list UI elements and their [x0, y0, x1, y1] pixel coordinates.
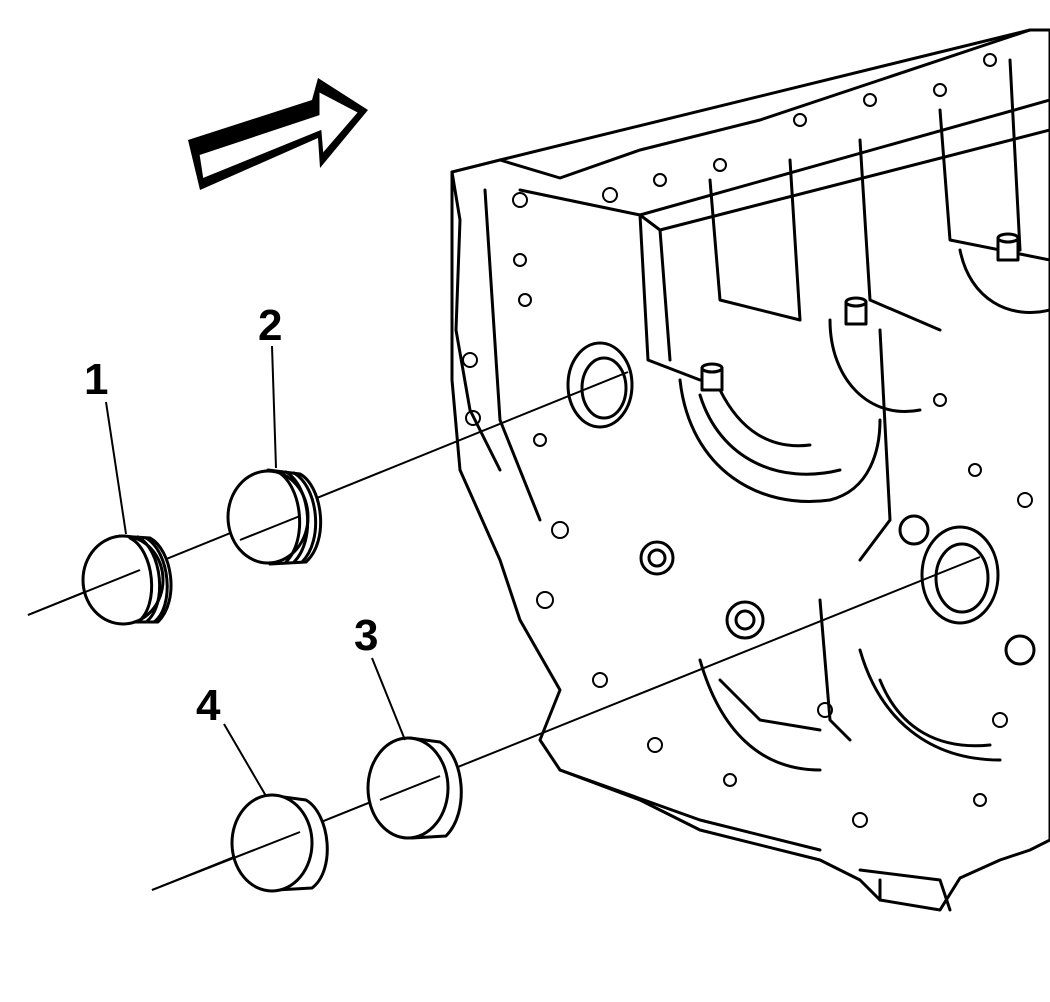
bearing-1	[27, 534, 173, 626]
bolt-holes	[462, 53, 1033, 828]
callout-4: 4	[196, 681, 221, 730]
callout-1: 1	[84, 355, 108, 404]
arrow-right-icon	[188, 78, 368, 190]
upper-cam-bore	[566, 341, 634, 429]
callout-2: 2	[258, 301, 282, 350]
bearing-3	[366, 736, 463, 840]
leader-lines	[105, 345, 406, 797]
bearing-2	[226, 468, 323, 566]
callout-3: 3	[354, 611, 378, 660]
stud	[700, 362, 724, 392]
engine-block	[450, 28, 1050, 912]
bearing-4	[151, 793, 329, 893]
stud	[844, 296, 868, 326]
stud	[996, 232, 1020, 262]
